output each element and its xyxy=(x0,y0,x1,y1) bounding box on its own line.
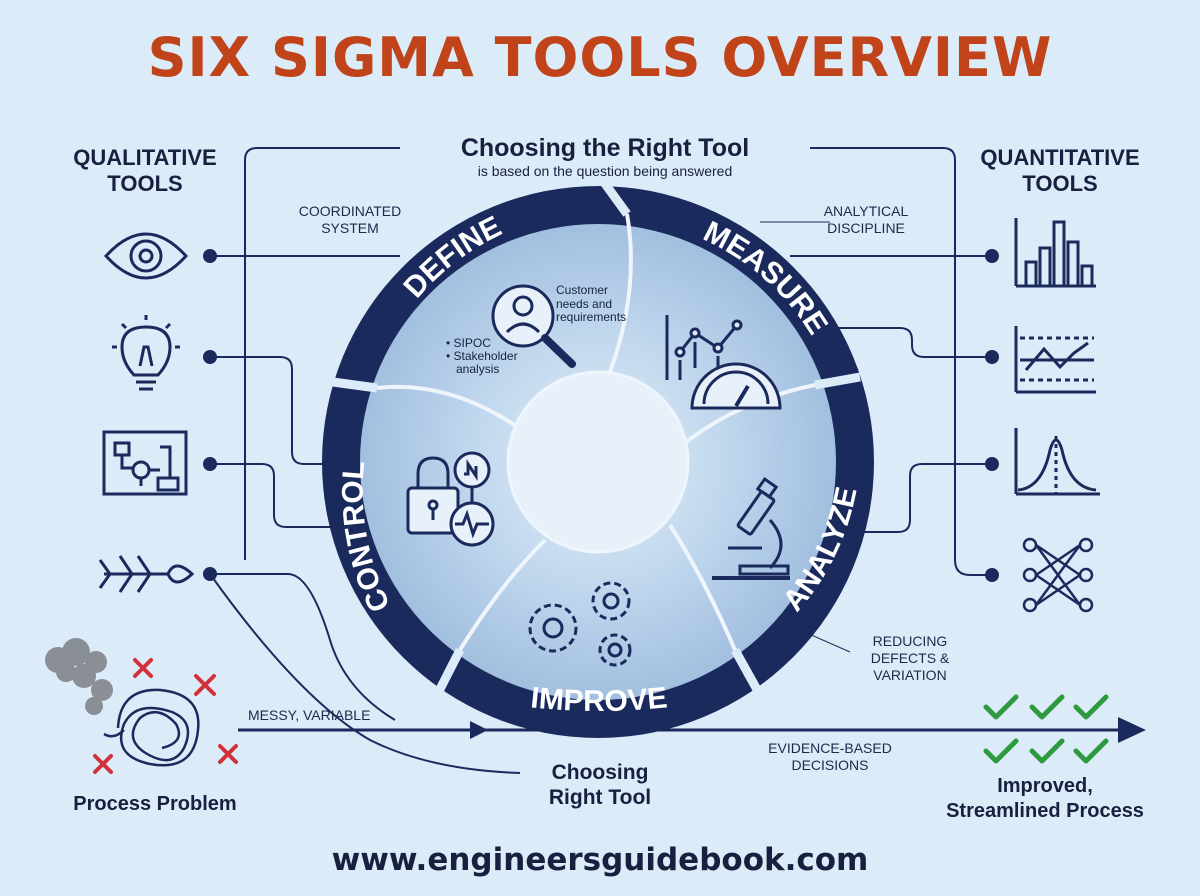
process-arrow xyxy=(238,717,1146,743)
microscope-icon xyxy=(712,476,790,580)
messy-variable-label: MESSY, VARIABLE xyxy=(248,707,371,723)
improved-process-label: Improved, Streamlined Process xyxy=(946,775,1144,822)
fishbone-icon xyxy=(98,555,195,593)
quantitative-heading: QUANTITATIVE TOOLS xyxy=(980,145,1140,196)
qualitative-heading: QUALITATIVE TOOLS xyxy=(73,145,217,196)
stakeholder-line-1: • Stakeholder xyxy=(446,349,518,363)
connector-dots xyxy=(203,249,999,582)
chart-gauge-icon xyxy=(665,315,782,410)
phase-improve[interactable]: IMPROVE xyxy=(529,681,668,718)
check-icons xyxy=(983,694,1109,764)
choosing-tool-note: Choosing the Right Tool is based on the … xyxy=(400,134,810,179)
dmaic-ring xyxy=(322,171,874,738)
evidence-based-label: EVIDENCE-BASED DECISIONS xyxy=(768,740,892,773)
control-chart-icon xyxy=(1014,326,1096,394)
lightbulb-icon xyxy=(112,315,180,391)
choosing-right-tool-label: Choosing Right Tool xyxy=(548,761,652,809)
define-detail: Customer needs and requirements • SIPOC … xyxy=(446,283,626,376)
smoke-icon xyxy=(45,638,113,715)
cross-icons xyxy=(93,658,238,774)
process-problem-label: Process Problem xyxy=(73,793,237,815)
stakeholder-line-2: analysis xyxy=(456,362,499,376)
needs-line-1: Customer xyxy=(556,283,608,297)
normal-distribution-icon xyxy=(1014,428,1100,496)
needs-line-3: requirements xyxy=(556,310,626,324)
connector-lines xyxy=(209,147,992,774)
gears-icon xyxy=(528,581,632,667)
gears-icon-hubs xyxy=(542,592,623,658)
coordinated-system-label: COORDINATED SYSTEM xyxy=(298,203,402,236)
sipoc-item: • SIPOC xyxy=(446,336,491,350)
magnifier-user-icon xyxy=(491,284,576,368)
tangled-process-icon xyxy=(103,688,200,767)
histogram-icon xyxy=(1014,218,1096,288)
lock-ecg-icon xyxy=(406,451,495,547)
flowchart-icon xyxy=(102,430,188,496)
reducing-defects-label: REDUCING DEFECTS & VARIATION xyxy=(870,633,950,683)
analytical-discipline-label: ANALYTICAL DISCIPLINE xyxy=(823,203,909,236)
needs-line-2: needs and xyxy=(556,297,612,311)
eye-icon xyxy=(103,232,189,280)
website-url[interactable]: www.engineersguidebook.com xyxy=(331,842,869,878)
page-title: SIX SIGMA TOOLS OVERVIEW xyxy=(147,26,1053,89)
network-icon xyxy=(1022,537,1094,613)
